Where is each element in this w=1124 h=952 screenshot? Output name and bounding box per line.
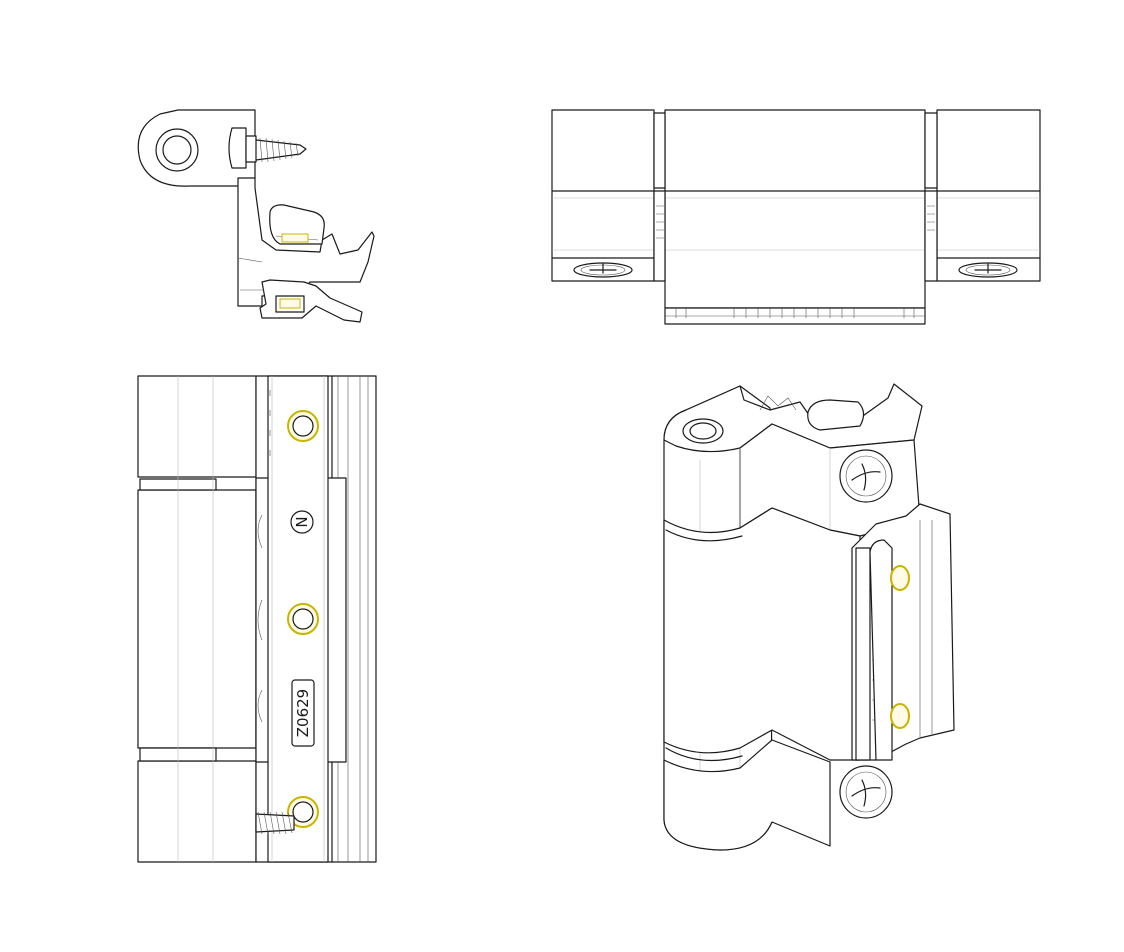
front-screw-thread xyxy=(255,811,295,835)
top-right-leaf xyxy=(936,109,1041,282)
iso-pin-top xyxy=(890,565,910,591)
top-left-screw-head xyxy=(573,262,633,278)
section-pin-inner xyxy=(162,135,192,165)
top-left-leaf xyxy=(551,109,655,282)
top-view xyxy=(551,109,1041,325)
front-upper-knuckle xyxy=(137,375,257,478)
section-lower-bracket xyxy=(259,279,363,323)
front-marking-n: N xyxy=(290,510,314,534)
isometric-view xyxy=(663,383,955,851)
iso-screw-bottom xyxy=(839,765,893,819)
section-view xyxy=(137,109,375,323)
front-marking-letter: N xyxy=(293,516,311,527)
iso-top-cap xyxy=(663,383,923,453)
iso-screw-top xyxy=(839,449,893,503)
front-middle-knuckle xyxy=(137,489,257,749)
front-marking-code-text: Z0629 xyxy=(294,689,312,737)
top-center-body xyxy=(664,109,926,309)
iso-pin-bottom xyxy=(890,703,910,729)
front-marking-code: Z0629 xyxy=(291,679,315,747)
front-view: N Z0629 xyxy=(137,375,377,863)
top-right-screw-head xyxy=(958,262,1018,278)
front-lower-knuckle xyxy=(137,760,257,863)
section-screw xyxy=(228,127,307,169)
